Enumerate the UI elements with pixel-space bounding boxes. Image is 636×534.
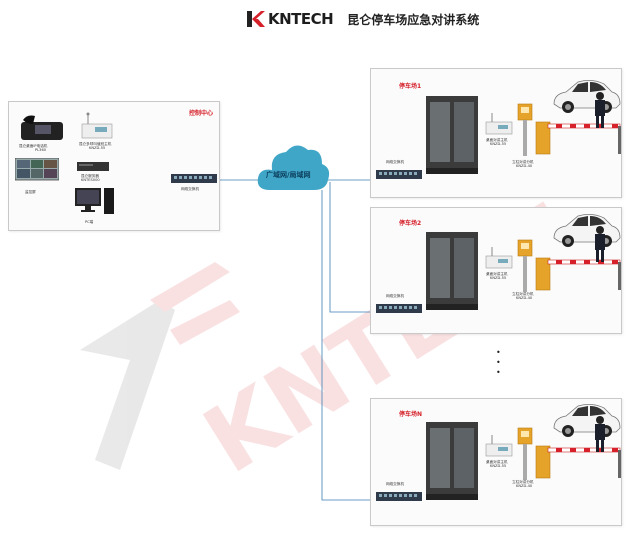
guard-figure <box>595 92 605 128</box>
parking-lot-2-devices <box>376 213 622 313</box>
lot-n-switch-label: 网络交换机 <box>386 482 404 486</box>
lot-switch-icon <box>376 492 422 501</box>
ip-phone-icon <box>21 115 63 140</box>
lot-1-column-label: 立柱对讲分机 <box>512 160 534 164</box>
guard-booth-image <box>426 232 478 310</box>
parking-lot-n-devices <box>376 403 622 501</box>
column-intercom-icon <box>517 427 533 481</box>
logo-text: KNTECH <box>268 10 334 28</box>
monitor-wall-icon <box>15 158 59 181</box>
lot-2-host-model: KNZD-55 <box>490 276 507 280</box>
ip-phone-label: 昆仑桌面IP电话机 <box>19 144 48 148</box>
column-intercom-icon <box>517 103 533 157</box>
parking-lot-1-label: 停车场1 <box>399 83 422 90</box>
parking-lot-n-label: 停车场N <box>399 411 423 418</box>
lot-n-host-label: 桌面对讲主机 <box>486 460 508 464</box>
barrier-gate-icon <box>535 445 622 479</box>
desk-host-icon <box>485 246 513 269</box>
duty-host-model: KNZD-55 <box>89 146 106 150</box>
pc-label: PC端 <box>85 220 94 224</box>
parking-lot-1-devices <box>376 79 622 179</box>
kntech-logo-icon <box>247 11 265 27</box>
pc-icon <box>75 188 114 214</box>
column-intercom-icon <box>517 239 533 293</box>
duty-host-label: 昆仑多呼叫值班主机 <box>79 142 112 146</box>
lot-switch-icon <box>376 170 422 179</box>
duty-host-icon <box>81 112 113 139</box>
barrier-gate-icon <box>535 257 622 291</box>
desk-host-icon <box>485 434 513 457</box>
lot-1-column-model: KNZD-40 <box>516 164 533 168</box>
barrier-gate-icon <box>535 121 622 155</box>
parking-lot-2-label: 停车场2 <box>399 220 422 227</box>
control-center-panel: 控制中心 昆仑桌面IP电话机 PL360 昆仑多呼叫值班主机 KNZD-55 监… <box>8 101 220 231</box>
lot-n-host-model: KNZD-55 <box>490 464 507 468</box>
guard-figure <box>595 226 605 262</box>
car-image <box>553 79 621 114</box>
control-switch-label: 网络交换机 <box>181 187 199 191</box>
car-image <box>553 213 621 248</box>
lot-switch-icon <box>376 304 422 313</box>
lot-2-column-model: KNZD-40 <box>516 296 533 300</box>
server-icon <box>77 162 109 171</box>
monitor-label: 监控屏 <box>25 190 36 194</box>
lot-1-switch-label: 网络交换机 <box>386 160 404 164</box>
guard-figure <box>595 416 605 452</box>
control-center-label: 控制中心 <box>189 110 214 117</box>
control-switch-icon <box>171 174 217 183</box>
guard-booth-image <box>426 422 478 500</box>
cloud-label: 广域网/局域网 <box>266 171 311 179</box>
page-title: 昆仑停车场应急对讲系统 <box>347 12 480 27</box>
lot-1-host-label: 桌面对讲主机 <box>486 138 508 142</box>
lot-n-column-label: 立柱对讲分机 <box>512 480 534 484</box>
more-lots-ellipsis: ••• <box>496 348 501 377</box>
lot-1-host-model: KNZD-55 <box>490 142 507 146</box>
car-image <box>553 403 621 438</box>
wan-lan-cloud-icon <box>257 145 330 190</box>
header: KNTECH 昆仑停车场应急对讲系统 <box>246 8 479 30</box>
lot-2-switch-label: 网络交换机 <box>386 294 404 298</box>
desk-host-icon <box>485 112 513 135</box>
ip-phone-model: PL360 <box>35 148 47 152</box>
guard-booth-image <box>426 96 478 174</box>
lot-n-column-model: KNZD-40 <box>516 484 533 488</box>
server-model: KNTES000 <box>81 178 100 182</box>
server-label: 昆仑服务器 <box>81 174 99 178</box>
lot-2-host-label: 桌面对讲主机 <box>486 272 508 276</box>
lot-2-column-label: 立柱对讲分机 <box>512 292 534 296</box>
